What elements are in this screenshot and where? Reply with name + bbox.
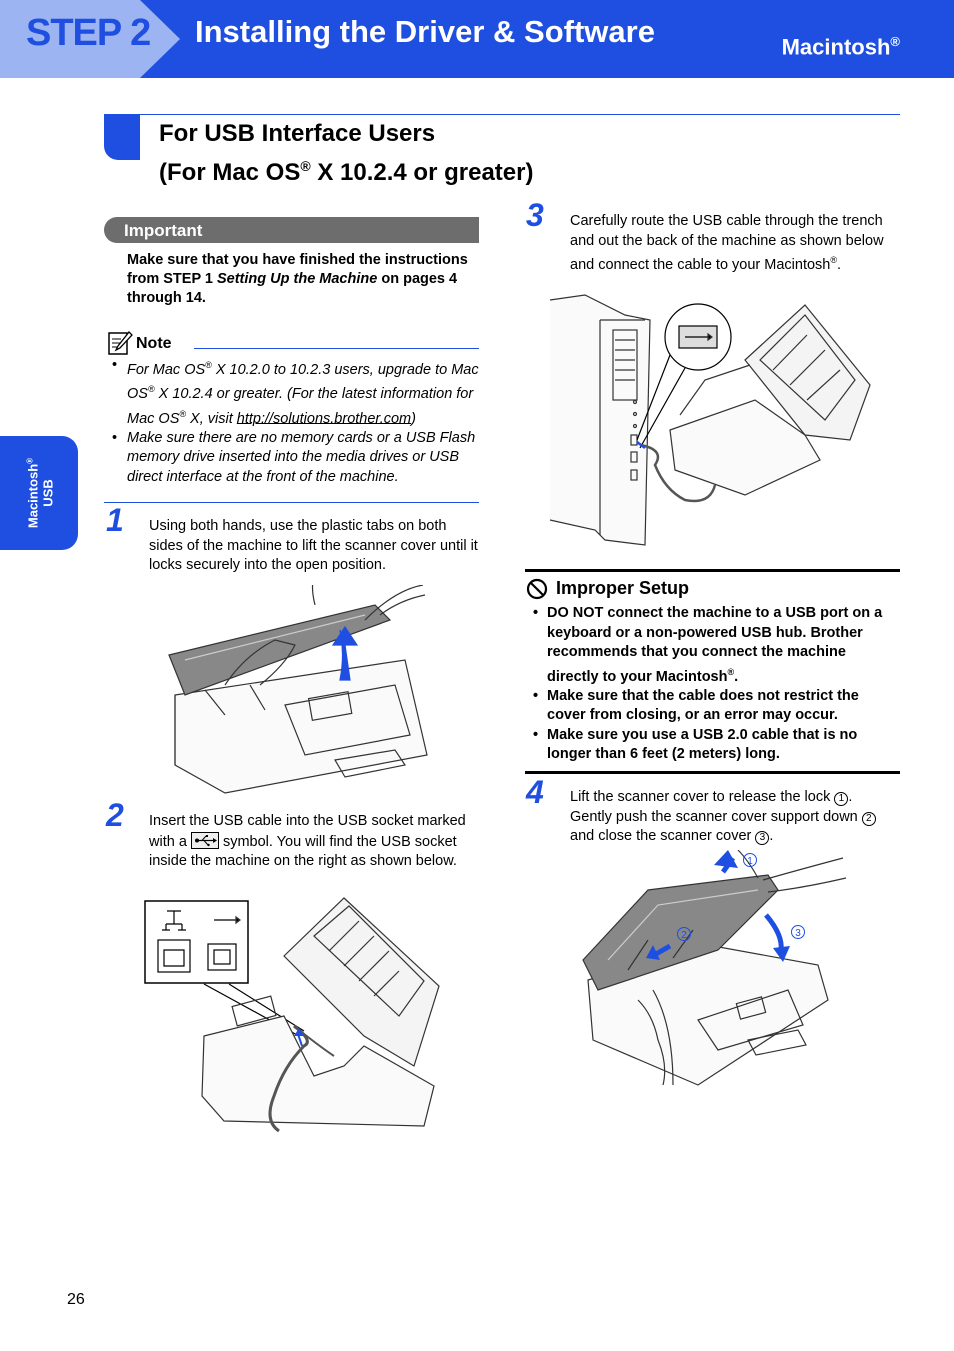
step-1-number: 1: [106, 502, 124, 538]
note-item-2: • Make sure there are no memory cards or…: [112, 429, 476, 485]
note-list: • For Mac OS® X 10.2.0 to 10.2.3 users, …: [112, 356, 482, 487]
side-tab-label: Macintosh®USB: [25, 457, 56, 529]
improper-item-3: • Make sure you use a USB 2.0 cable that…: [533, 726, 858, 763]
side-tab: Macintosh®USB: [0, 436, 78, 550]
close-scanner-cover-illustration: 1 2 3: [582, 850, 847, 1086]
prohibited-icon: [526, 578, 548, 600]
usb-cable-routing-illustration: [549, 294, 871, 546]
step-3-text: Carefully route the USB cable through th…: [570, 213, 884, 273]
header-title: Installing the Driver & Software: [195, 14, 655, 49]
section-rule: [104, 114, 900, 115]
usb-symbol-icon: [190, 831, 219, 849]
figure-callout-3: 3: [795, 928, 801, 939]
step-2-number: 2: [106, 797, 124, 833]
usb-port-icon: [207, 915, 241, 971]
step-2-text: Insert the USB cable into the USB socket…: [149, 813, 466, 869]
note-rule-bottom: [104, 502, 479, 503]
usb-socket-illustration: [144, 897, 440, 1133]
improper-rule-bottom: [525, 771, 900, 774]
callout-2: 2: [861, 811, 876, 826]
lift-scanner-cover-illustration: [168, 585, 428, 794]
step-4-number: 4: [526, 774, 544, 810]
page-number: 26: [67, 1291, 85, 1308]
figure-callout-1: 1: [747, 856, 753, 867]
step-4-text: Lift the scanner cover to release the lo…: [570, 788, 898, 847]
improper-rule-top: [525, 569, 900, 572]
note-item-1: • For Mac OS® X 10.2.0 to 10.2.3 users, …: [112, 357, 479, 427]
improper-setup-title: Improper Setup: [556, 578, 690, 598]
solutions-link[interactable]: http://solutions.brother.com: [236, 410, 412, 427]
note-rule-top: [194, 348, 479, 349]
figure-callout-2: 2: [681, 930, 687, 941]
note-label: Note: [136, 335, 172, 352]
step-1-text: Using both hands, use the plastic tabs o…: [149, 518, 478, 573]
callout-3: 3: [755, 831, 770, 845]
header-subtitle: Macintosh®: [781, 34, 900, 60]
page-header: STEP 2 Installing the Driver & Software …: [0, 0, 954, 78]
network-port-icon: [157, 910, 191, 973]
important-bar: [104, 217, 479, 243]
step-tab: STEP 2: [0, 0, 180, 78]
improper-item-1: • DO NOT connect the machine to a USB po…: [533, 605, 883, 685]
improper-item-2: • Make sure that the cable does not rest…: [533, 687, 859, 724]
section-title: For USB Interface Users (For Mac OS® X 1…: [159, 120, 534, 186]
note-pencil-icon: [108, 331, 133, 355]
step-label: STEP 2: [26, 12, 151, 54]
step-3-number: 3: [526, 197, 544, 233]
improper-setup-list: • DO NOT connect the machine to a USB po…: [533, 604, 901, 765]
callout-1: 1: [834, 792, 849, 806]
important-text: Make sure that you have finished the ins…: [127, 252, 468, 306]
important-label: Important: [124, 221, 203, 240]
section-marker: [104, 114, 140, 160]
